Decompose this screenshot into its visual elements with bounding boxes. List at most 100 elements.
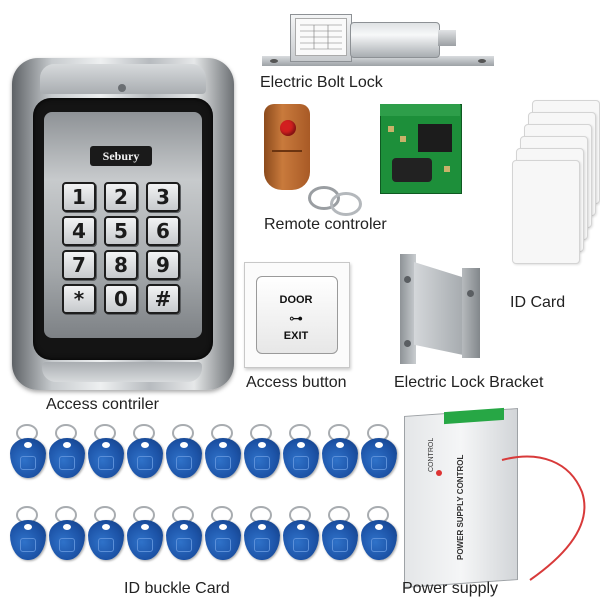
rfid-chip-icon bbox=[254, 538, 270, 552]
caption-id-card: ID Card bbox=[510, 294, 566, 311]
keypad-key-4[interactable]: 4 bbox=[62, 216, 96, 246]
keypad-key-6[interactable]: 6 bbox=[146, 216, 180, 246]
rfid-fob-tag bbox=[281, 424, 321, 480]
fob-hole bbox=[63, 524, 71, 530]
power-supply-side-label: CONTROL bbox=[428, 437, 435, 472]
keypad-logo-badge bbox=[90, 146, 152, 166]
screw-hole-icon bbox=[404, 340, 411, 347]
receiver-module bbox=[392, 158, 432, 182]
rfid-fob-tag bbox=[320, 424, 360, 480]
fob-hole bbox=[375, 524, 383, 530]
rfid-chip-icon bbox=[371, 538, 387, 552]
fob-hole bbox=[24, 442, 32, 448]
rfid-fob-tag bbox=[47, 424, 87, 480]
rfid-chip-icon bbox=[59, 538, 75, 552]
caption-power-supply: Power supply bbox=[402, 580, 499, 597]
keypad-key-hash[interactable]: # bbox=[146, 284, 180, 314]
keypad-key-1[interactable]: 1 bbox=[62, 182, 96, 212]
rfid-fob-tag bbox=[203, 506, 243, 562]
bolt-lock-label-grid bbox=[300, 24, 342, 50]
caption-id-buckle: ID buckle Card bbox=[124, 580, 230, 597]
rfid-fob-tag bbox=[86, 506, 126, 562]
fob-hole bbox=[336, 524, 344, 530]
bolt-lock-mounting-plate bbox=[262, 56, 494, 66]
power-cable bbox=[501, 455, 586, 581]
rfid-fob-tag bbox=[164, 506, 204, 562]
power-led-icon bbox=[436, 470, 442, 476]
keypad-key-9[interactable]: 9 bbox=[146, 250, 180, 280]
exit-button-exit-label: EXIT bbox=[283, 330, 309, 342]
keypad-key-7[interactable]: 7 bbox=[62, 250, 96, 280]
keypad-bottom-strip bbox=[42, 362, 202, 382]
rfid-fob-tag bbox=[125, 424, 165, 480]
rfid-chip-icon bbox=[215, 456, 231, 470]
exit-button-door-label: DOOR bbox=[279, 294, 313, 306]
fob-hole bbox=[336, 442, 344, 448]
screw-icon bbox=[478, 59, 486, 63]
rfid-fob-tag bbox=[359, 506, 399, 562]
rfid-chip-icon bbox=[293, 456, 309, 470]
remote-button-icon bbox=[280, 120, 296, 136]
lock-bracket-back bbox=[400, 254, 416, 364]
rfid-chip-icon bbox=[137, 456, 153, 470]
rfid-fob-tag bbox=[164, 424, 204, 480]
keypad-key-2[interactable]: 2 bbox=[104, 182, 138, 212]
rfid-chip-icon bbox=[293, 538, 309, 552]
keypad-key-3[interactable]: 3 bbox=[146, 182, 180, 212]
rfid-chip-icon bbox=[20, 538, 36, 552]
bolt-lock-info-label bbox=[295, 18, 347, 56]
bolt-lock-pin bbox=[438, 30, 456, 46]
bolt-lock-cylinder bbox=[350, 22, 440, 58]
fob-hole bbox=[219, 524, 227, 530]
rfid-chip-icon bbox=[137, 538, 153, 552]
lock-bracket-front bbox=[462, 268, 480, 358]
rfid-chip-icon bbox=[59, 456, 75, 470]
fob-hole bbox=[102, 442, 110, 448]
keyring-icon bbox=[330, 192, 362, 216]
keypad-key-star[interactable]: * bbox=[62, 284, 96, 314]
fob-hole bbox=[141, 442, 149, 448]
caption-access-button: Access button bbox=[246, 374, 347, 391]
fob-hole bbox=[297, 524, 305, 530]
fob-hole bbox=[375, 442, 383, 448]
caption-bolt-lock: Electric Bolt Lock bbox=[260, 74, 383, 91]
rfid-fob-tag bbox=[8, 506, 48, 562]
rfid-chip-icon bbox=[332, 538, 348, 552]
rfid-fob-tag bbox=[281, 506, 321, 562]
power-supply-title: POWER SUPPLY CONTROL bbox=[456, 454, 465, 560]
rfid-chip-icon bbox=[20, 456, 36, 470]
rfid-fob-tag bbox=[86, 424, 126, 480]
rfid-chip-icon bbox=[332, 456, 348, 470]
fob-hole bbox=[219, 442, 227, 448]
rfid-chip-icon bbox=[176, 538, 192, 552]
rfid-chip-icon bbox=[254, 456, 270, 470]
rfid-fob-tag bbox=[8, 424, 48, 480]
rfid-fob-tag bbox=[359, 424, 399, 480]
fob-hole bbox=[102, 524, 110, 530]
caption-lock-bracket: Electric Lock Bracket bbox=[394, 374, 544, 391]
fob-hole bbox=[24, 524, 32, 530]
screw-icon bbox=[270, 59, 278, 63]
fob-hole bbox=[297, 442, 305, 448]
fob-hole bbox=[180, 442, 188, 448]
rfid-chip-icon bbox=[98, 456, 114, 470]
caption-access-controller: Access contriler bbox=[46, 396, 159, 413]
component-icon bbox=[400, 136, 406, 142]
receiver-relay bbox=[418, 124, 452, 152]
screw-hole-icon bbox=[404, 276, 411, 283]
component-icon bbox=[388, 126, 394, 132]
keypad-key-0[interactable]: 0 bbox=[104, 284, 138, 314]
rfid-chip-icon bbox=[215, 538, 231, 552]
keypad-brand: Sebury bbox=[102, 149, 140, 163]
keypad-key-8[interactable]: 8 bbox=[104, 250, 138, 280]
receiver-terminal-block bbox=[380, 104, 460, 116]
remote-fob-seam bbox=[272, 150, 302, 152]
rfid-fob-tag bbox=[125, 506, 165, 562]
keypad-key-5[interactable]: 5 bbox=[104, 216, 138, 246]
key-icon: ⊶ bbox=[289, 310, 303, 326]
remote-fob bbox=[264, 104, 310, 190]
rfid-fob-tag bbox=[47, 506, 87, 562]
component-icon bbox=[444, 166, 450, 172]
exit-button[interactable] bbox=[256, 276, 338, 354]
caption-remote: Remote controler bbox=[264, 216, 387, 233]
